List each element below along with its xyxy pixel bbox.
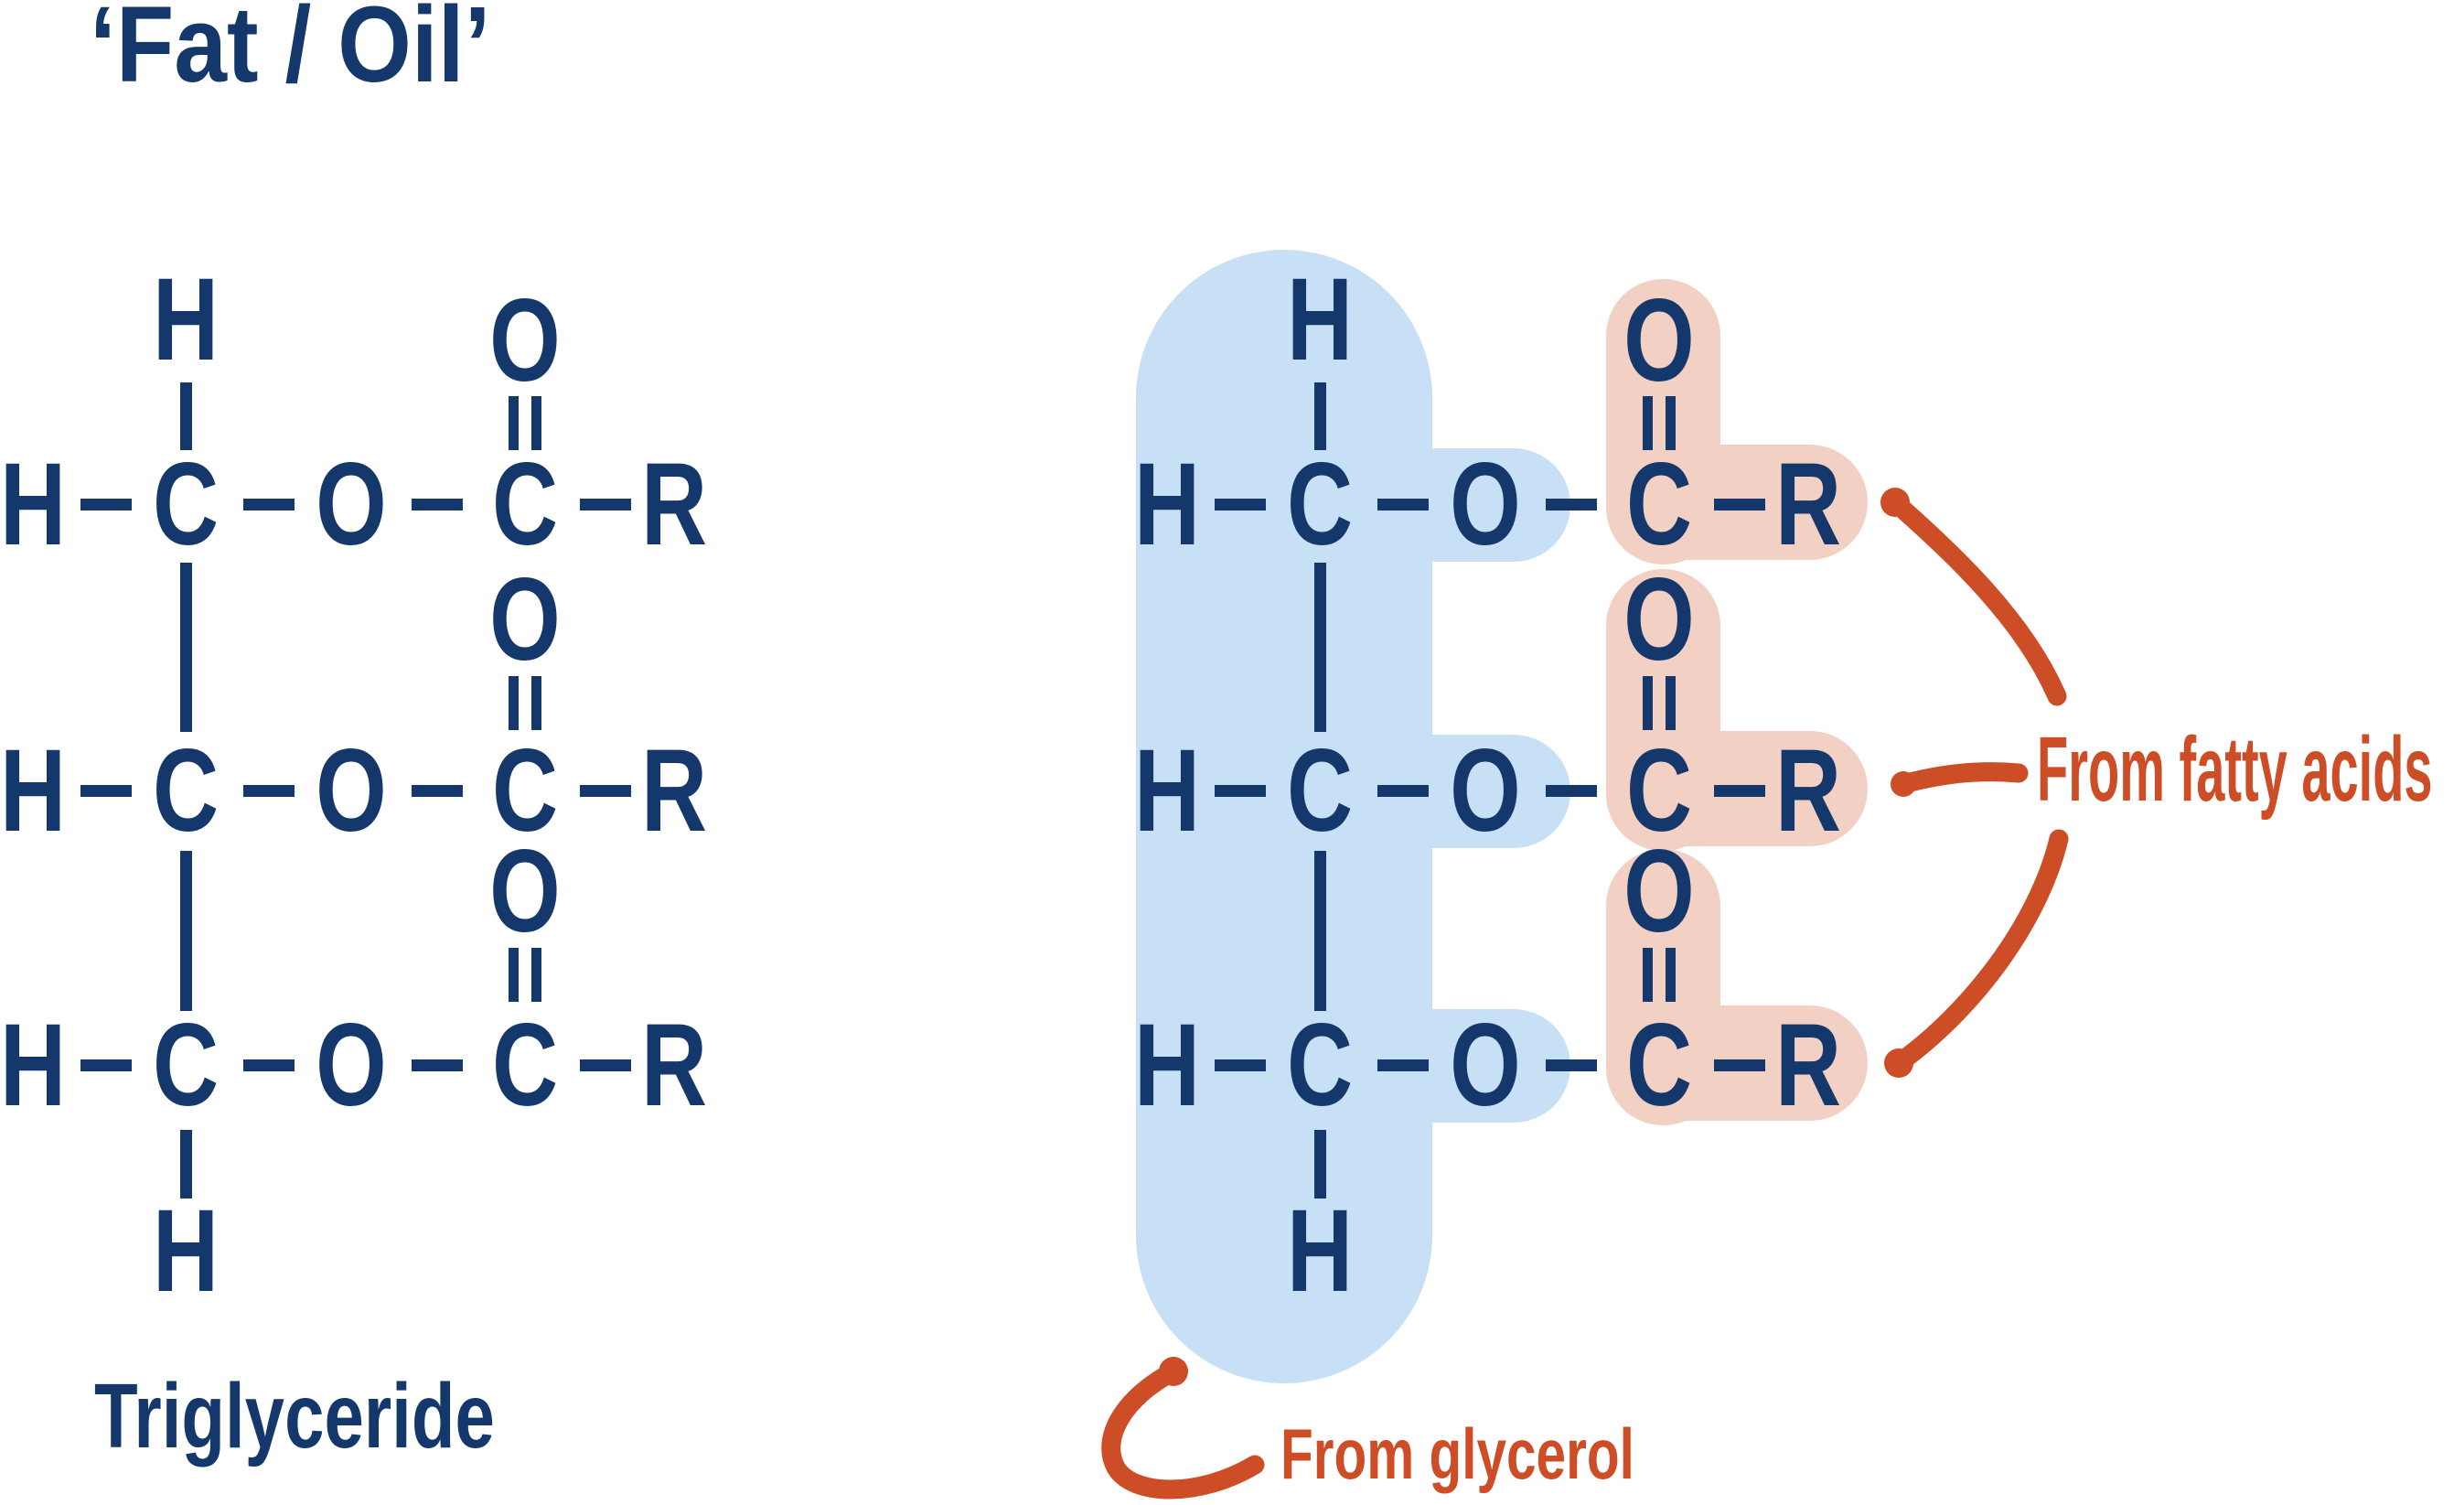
bond-double [531,948,541,1002]
triglyceride-caption: Triglyceride [94,1365,495,1467]
atom-h: H [1286,1186,1354,1317]
glycerol-highlight-tab [1326,1009,1570,1123]
atom-h: H [1133,726,1201,856]
atom-c: C [152,726,220,856]
atom-r: R [640,726,708,856]
bond-vertical [1314,1130,1326,1199]
bond-horizontal [1546,785,1597,797]
atom-h: H [152,254,220,385]
bond-horizontal [412,1059,463,1071]
bond-double [509,948,519,1002]
bond-double [531,676,541,730]
bond-horizontal [243,499,295,511]
atom-o: O [1623,554,1695,685]
bond-double [509,676,519,730]
fatty-bracket-tick [1893,762,2029,794]
bond-double [1643,676,1653,730]
atom-c: C [1625,726,1693,856]
page-title: ‘Fat / Oil’ [90,0,491,105]
atom-o: O [316,726,387,856]
bond-horizontal [1714,785,1765,797]
bond-vertical [1314,851,1326,1011]
atom-h: H [1133,1000,1201,1131]
atom-r: R [640,1000,708,1131]
atom-c: C [491,1000,559,1131]
bond-double [1666,396,1676,450]
atom-h: H [0,1000,67,1131]
bond-horizontal [580,1059,631,1071]
atom-o: O [1450,439,1521,570]
bond-horizontal [1714,499,1765,511]
glycerol-highlight-tab [1326,448,1570,562]
atom-h: H [1286,254,1354,385]
bond-vertical [180,382,192,450]
fatty-bracket-upper-dot [1880,488,1910,517]
bond-horizontal [1377,785,1429,797]
atom-o: O [1450,726,1521,856]
atom-o: O [1623,826,1695,957]
bond-horizontal [243,1059,295,1071]
atom-o: O [1623,275,1695,406]
atom-c: C [1286,1000,1354,1131]
glycerol-pointer-dot [1159,1357,1188,1386]
bond-horizontal [80,1059,132,1071]
bond-double [1643,396,1653,450]
bond-double [1666,676,1676,730]
bond-horizontal [580,785,631,797]
atom-r: R [1774,1000,1842,1131]
bond-horizontal [1377,1059,1429,1071]
bond-horizontal [80,499,132,511]
bond-horizontal [1377,499,1429,511]
atom-r: R [1774,726,1842,856]
bond-vertical [180,851,192,1011]
bond-vertical [180,563,192,732]
bond-double [531,396,541,450]
bond-horizontal [412,499,463,511]
glycerol-pointer-curve [1101,1361,1265,1500]
bond-double [1666,948,1676,1002]
bond-horizontal [1215,1059,1266,1071]
atom-o: O [316,439,387,570]
atom-h: H [0,439,67,570]
atom-h: H [152,1186,220,1317]
bond-vertical [1314,382,1326,450]
atom-c: C [1286,726,1354,856]
fatty-bracket-tick-dot [1891,771,1916,797]
atom-o: O [489,275,561,406]
atom-o: O [489,554,561,685]
atom-o: O [489,826,561,957]
atom-c: C [491,726,559,856]
bond-horizontal [1215,499,1266,511]
atom-c: C [152,439,220,570]
atom-c: C [152,1000,220,1131]
atom-o: O [316,1000,387,1131]
bond-horizontal [243,785,295,797]
bond-vertical [180,1130,192,1199]
glycerol-highlight-tab [1326,735,1570,848]
bond-horizontal [1546,1059,1597,1071]
atom-h: H [1133,439,1201,570]
bond-horizontal [412,785,463,797]
fatty-bracket-upper-arc [1885,492,2067,706]
fatty-acids-label: From fatty acids [2037,718,2433,821]
bond-horizontal [1215,785,1266,797]
fatty-bracket-lower-dot [1884,1048,1913,1078]
bond-horizontal [80,785,132,797]
atom-c: C [1286,439,1354,570]
glycerol-label: From glycerol [1280,1414,1634,1494]
fatty-bracket-lower-arc [1889,829,2069,1073]
atom-r: R [1774,439,1842,570]
atom-c: C [491,439,559,570]
bond-vertical [1314,563,1326,732]
bond-horizontal [580,499,631,511]
bond-double [1643,948,1653,1002]
bond-horizontal [1546,499,1597,511]
atom-r: R [640,439,708,570]
atom-o: O [1450,1000,1521,1131]
atom-h: H [0,726,67,856]
atom-c: C [1625,439,1693,570]
atom-c: C [1625,1000,1693,1131]
bond-horizontal [1714,1059,1765,1071]
bond-double [509,396,519,450]
